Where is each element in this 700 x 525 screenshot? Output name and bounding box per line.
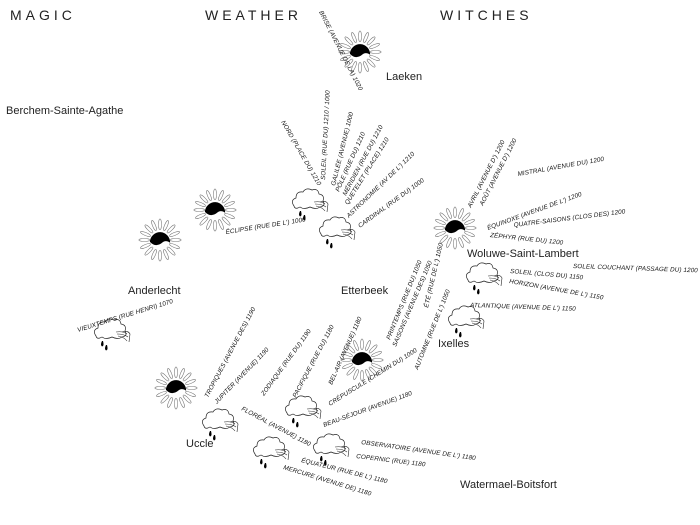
street-label: MISTRAL (AVENUE DU) 1200: [517, 156, 605, 178]
district-label: Woluwe-Saint-Lambert: [467, 248, 579, 260]
street-label: ZODIAQUE (RUE DU) 1190: [259, 328, 313, 398]
street-label: PACIFIQUE (RUE DU) 1180: [292, 324, 336, 399]
street-label: HORIZON (AVENUE DE L') 1150: [509, 278, 605, 302]
rain-cloud-icon: [465, 262, 503, 295]
street-label: AUTOMNE (RUE DE L') 1050: [413, 288, 452, 371]
sun-eclipse-icon: [193, 188, 237, 232]
street-label: ÉCLIPSE (RUE DE L') 1000: [225, 214, 307, 236]
street-label: NORD (PLACE DU) 1210: [279, 120, 322, 188]
district-label: Laeken: [386, 71, 422, 83]
street-label: BEAU-SÉJOUR (AVENUE) 1180: [322, 388, 414, 429]
district-label: Watermael-Boitsfort: [460, 479, 557, 491]
header-weather: WEATHER: [205, 7, 302, 23]
district-label: Anderlecht: [128, 285, 181, 297]
district-label: Uccle: [186, 438, 214, 450]
rain-cloud-icon: [318, 216, 356, 249]
rain-cloud-icon: [291, 188, 329, 221]
street-label: SOLEIL (RUE DU) 1210 / 1000: [320, 90, 332, 180]
district-label: Ixelles: [438, 338, 470, 350]
rain-cloud-icon: [284, 395, 322, 428]
rain-cloud-icon: [201, 408, 239, 441]
rain-cloud-icon: [447, 305, 485, 338]
header-magic: MAGIC: [10, 7, 76, 23]
street-label: ZÉPHYR (RUE DU) 1200: [489, 230, 564, 247]
street-label: ATLANTIQUE (AVENUE DE L') 1150: [469, 302, 576, 313]
street-label: CARDINAL (RUE DU) 1000: [357, 177, 426, 230]
sun-eclipse-icon: [138, 218, 182, 262]
street-label: COPERNIC (RUE) 1180: [356, 453, 426, 468]
sun-eclipse-icon: [433, 206, 477, 250]
district-label: Berchem-Sainte-Agathe: [6, 105, 123, 117]
district-label: Etterbeek: [341, 285, 389, 297]
sun-eclipse-icon: [154, 366, 198, 410]
street-label: SOLEIL COUCHANT (PASSAGE DU) 1200: [573, 263, 698, 274]
header-witches: WITCHES: [440, 7, 533, 23]
